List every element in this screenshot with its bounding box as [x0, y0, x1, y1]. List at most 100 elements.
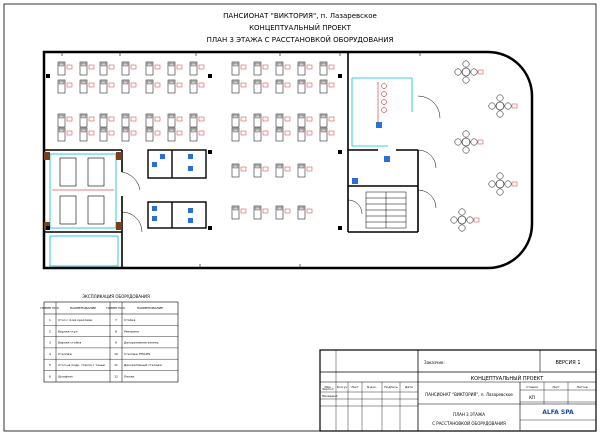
lounger: [189, 127, 205, 142]
item-tag: [108, 82, 115, 88]
lounger: [275, 205, 291, 220]
item-tag: [176, 82, 183, 88]
lounger: [99, 113, 115, 128]
lounger: [167, 79, 183, 94]
lounger: [275, 113, 291, 128]
explication-num: 8: [115, 329, 117, 333]
header-line2: КОНЦЕПТУАЛЬНЫЙ ПРОЕКТ: [249, 23, 352, 32]
item-tag: [284, 82, 291, 88]
item-tag: [262, 82, 269, 88]
lounger: [297, 113, 313, 128]
door-swing: [347, 199, 363, 215]
stamp-col-header: Подпись: [384, 385, 398, 389]
stamp-stage-title: КОНЦЕПТУАЛЬНЫЙ ПРОЕКТ: [471, 375, 545, 382]
explication-name: Раковина: [124, 329, 139, 333]
item-tag: [284, 130, 291, 136]
lounger: [99, 61, 115, 76]
wc-block-top: [147, 149, 207, 179]
door-swing: [121, 211, 143, 233]
left-service-block: [44, 149, 123, 268]
item-tag: [511, 103, 518, 109]
item-tag: [176, 116, 183, 122]
lounger: [167, 127, 183, 142]
item-tag: [306, 130, 313, 136]
lounger: [275, 127, 291, 142]
lounger: [253, 61, 269, 76]
columns: [46, 74, 342, 230]
lounger: [121, 61, 137, 76]
item-tag: [130, 130, 137, 136]
item-tag: [511, 181, 518, 187]
stamp-customer-label: Заказчик:: [424, 360, 445, 365]
lounger: [57, 113, 73, 128]
lounger: [253, 113, 269, 128]
lounger: [231, 205, 247, 220]
lounger: [167, 61, 183, 76]
lounger: [275, 79, 291, 94]
explication-col-num: НОМЕР ПОЗ.: [40, 306, 59, 310]
lounger-group: [57, 61, 335, 220]
lounger: [79, 113, 95, 128]
item-tag: [88, 130, 95, 136]
stamp-col-header: Изм.: [324, 385, 331, 389]
door-swing: [417, 149, 437, 169]
item-tag: [328, 82, 335, 88]
lounger: [145, 61, 161, 76]
lounger: [189, 113, 205, 128]
round-table-with-chairs: [450, 208, 480, 232]
lounger: [297, 205, 313, 220]
door-swing: [121, 171, 141, 191]
explication-num: 2: [49, 329, 51, 333]
explication-num: 1: [49, 318, 51, 322]
lounger: [253, 127, 269, 142]
item-tag: [328, 130, 335, 136]
explication-col-name: НАИМЕНОВАНИЕ: [70, 306, 96, 310]
lounger: [253, 205, 269, 220]
lounger: [253, 163, 269, 178]
building-outline: [42, 50, 534, 270]
item-tag: [328, 116, 335, 122]
item-tag: [262, 64, 269, 70]
item-tag: [66, 82, 73, 88]
item-tag: [176, 130, 183, 136]
left-room-outline-cyan: [49, 153, 119, 267]
stamp-checked: Проверил: [322, 394, 337, 398]
explication-num: 12: [114, 375, 118, 379]
item-tag: [284, 116, 291, 122]
stamp-sheet-header: Лист: [552, 385, 560, 389]
lounger: [79, 61, 95, 76]
stamp-col-header: N док.: [367, 385, 377, 389]
item-tag: [240, 64, 247, 70]
lounger: [189, 79, 205, 94]
item-tag: [477, 139, 484, 145]
item-tag: [473, 217, 480, 223]
item-tag: [240, 130, 247, 136]
lounger: [297, 61, 313, 76]
item-tag: [198, 64, 205, 70]
item-tag: [108, 64, 115, 70]
round-table-group: [450, 60, 518, 232]
lounger: [79, 127, 95, 142]
lounger: [145, 79, 161, 94]
explication-num: 4: [49, 352, 51, 356]
lounger: [319, 79, 335, 94]
explication-name: Стол с 4-мя креслами: [58, 318, 92, 322]
lounger: [231, 61, 247, 76]
sink-mark: [352, 178, 358, 184]
lounger: [99, 79, 115, 94]
lounger: [275, 163, 291, 178]
sink-mark: [384, 156, 390, 162]
item-tag: [328, 64, 335, 70]
item-tag: [130, 116, 137, 122]
explication-num: 6: [49, 375, 51, 379]
lounger: [121, 127, 137, 142]
explication-name: Барная стул: [58, 329, 78, 333]
title-stamp: [319, 349, 597, 432]
item-tag: [262, 130, 269, 136]
explication-name: Барная стойка: [58, 341, 81, 345]
lounger: [297, 79, 313, 94]
